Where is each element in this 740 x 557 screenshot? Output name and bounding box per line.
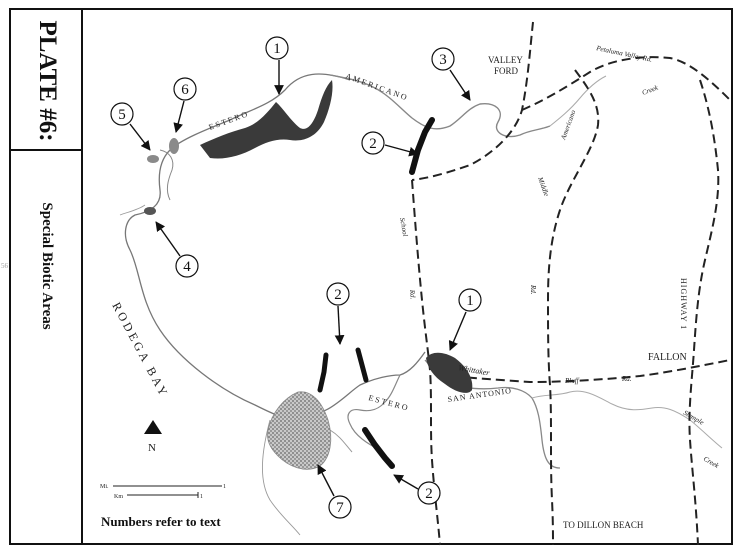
callout-2-valley-ford: 2 bbox=[361, 131, 419, 157]
callout-2-lower: 2 bbox=[393, 474, 441, 505]
label-americano-creek: Americano bbox=[559, 109, 578, 142]
scale-km-value: 1 bbox=[200, 494, 203, 500]
scale-miles-value: 1 bbox=[223, 484, 226, 490]
callout-3: 3 bbox=[431, 47, 471, 101]
label-creek-ne: Creek bbox=[641, 83, 660, 96]
margin-mark: 56 bbox=[1, 262, 8, 270]
scale-miles-label: Mi. bbox=[100, 484, 109, 490]
special-area-2-middle-bank bbox=[355, 347, 369, 383]
special-area-5 bbox=[147, 155, 159, 163]
callout-4: 4 bbox=[155, 221, 199, 278]
callout-1-north: 1 bbox=[265, 36, 289, 95]
place-labels: VALLEY FORD FALLON RODEGA BAY ESTERO AME… bbox=[109, 44, 721, 530]
north-label: N bbox=[148, 442, 156, 454]
north-arrow-icon: N bbox=[144, 420, 162, 454]
scale-km-label: Km bbox=[114, 494, 123, 500]
label-petaluma-valley-rd: Petaluma Valley Rd. bbox=[595, 44, 654, 64]
label-bodega-bay: RODEGA BAY bbox=[109, 300, 171, 401]
svg-text:1: 1 bbox=[466, 293, 474, 309]
callout-5: 5 bbox=[110, 102, 151, 151]
label-valley-ford-1: VALLEY bbox=[488, 55, 523, 65]
label-rd-school: Rd. bbox=[408, 288, 417, 299]
svg-text:2: 2 bbox=[369, 136, 377, 152]
label-stemple-creek: Stemple bbox=[682, 409, 705, 427]
special-area-2-lower-channel bbox=[362, 427, 395, 469]
svg-text:5: 5 bbox=[118, 107, 126, 123]
svg-text:1: 1 bbox=[273, 41, 281, 57]
label-valley-ford-2: FORD bbox=[494, 66, 519, 76]
roads bbox=[411, 21, 731, 546]
estero-americano-channel bbox=[329, 74, 551, 138]
special-area-2-west-bank bbox=[317, 352, 329, 393]
coastline bbox=[124, 73, 426, 420]
scale-bar: Mi. 1 Km 1 bbox=[100, 484, 226, 500]
svg-text:4: 4 bbox=[183, 259, 191, 275]
special-area-1-san-antonio bbox=[426, 352, 473, 393]
svg-text:2: 2 bbox=[425, 486, 433, 502]
special-area-2-valley-ford bbox=[409, 117, 435, 175]
callouts: 1 3 6 5 2 bbox=[110, 36, 482, 519]
callout-2-estero-south: 2 bbox=[326, 282, 350, 345]
callout-7: 7 bbox=[317, 464, 352, 519]
label-middle-rd: Middle bbox=[536, 175, 551, 197]
special-area-1-estero-americano bbox=[200, 80, 333, 159]
label-americano: AMERICANO bbox=[344, 71, 410, 102]
label-to-dillon-beach: TO DILLON BEACH bbox=[563, 520, 644, 530]
label-school-rd: School bbox=[398, 217, 409, 237]
svg-text:7: 7 bbox=[336, 500, 344, 516]
callout-1-san-antonio: 1 bbox=[448, 288, 482, 351]
plate-sidebar: PLATE #6: Special Biotic Areas bbox=[9, 8, 83, 545]
svg-text:2: 2 bbox=[334, 287, 342, 303]
special-area-7-dunes bbox=[267, 391, 332, 470]
map-frame bbox=[83, 8, 733, 545]
legend-note: Numbers refer to text bbox=[101, 514, 221, 529]
special-area-4 bbox=[144, 207, 156, 215]
label-fallon: FALLON bbox=[648, 352, 687, 363]
label-bluff-rd-suffix: Rd. bbox=[621, 375, 632, 383]
label-bluff-rd: Bluff bbox=[565, 377, 580, 385]
label-rd-mid: Rd. bbox=[529, 284, 537, 295]
special-area-6 bbox=[169, 138, 179, 154]
label-creek-se: Creek bbox=[702, 455, 721, 471]
label-highway-1: HIGHWAY 1 bbox=[679, 278, 688, 330]
americano-creek-line bbox=[549, 75, 607, 127]
callout-6: 6 bbox=[173, 77, 197, 133]
svg-text:3: 3 bbox=[439, 52, 447, 68]
sidebar-divider bbox=[11, 149, 81, 151]
svg-text:6: 6 bbox=[181, 82, 189, 98]
